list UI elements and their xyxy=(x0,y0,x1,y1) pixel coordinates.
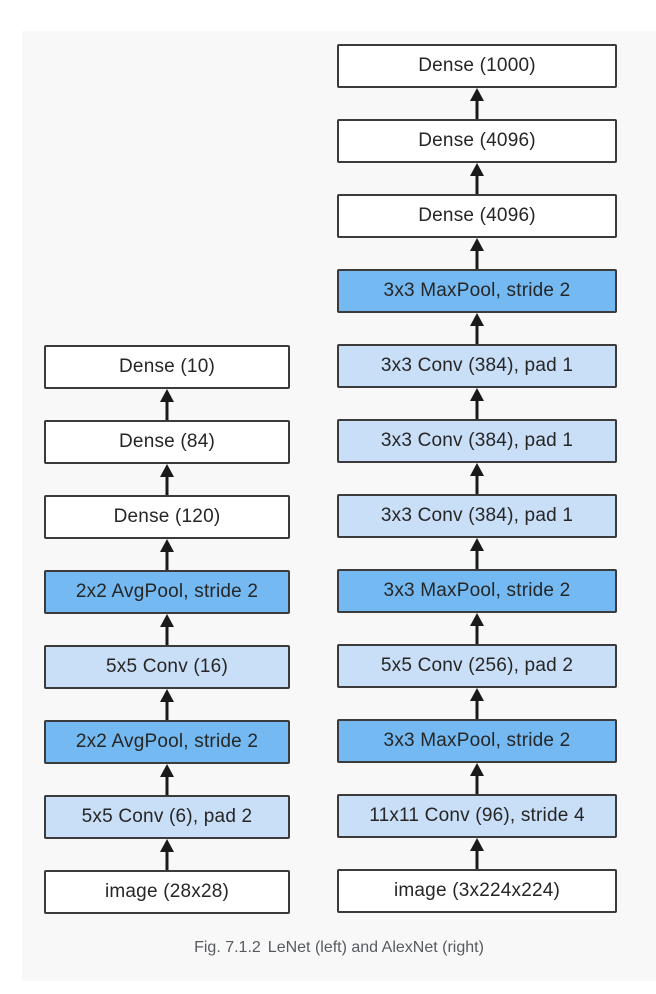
figure-caption-text: LeNet (left) and AlexNet (right) xyxy=(267,939,484,956)
arrow-up-icon xyxy=(44,839,290,870)
arrow-up-icon xyxy=(337,613,617,644)
lenet-layer-avgpool-1: 2x2 AvgPool, stride 2 xyxy=(44,720,290,764)
lenet-layer-dense-10: Dense (10) xyxy=(44,345,290,389)
lenet-layer-input: image (28x28) xyxy=(44,870,290,914)
arrow-up-icon xyxy=(44,464,290,495)
lenet-column: Dense (10) Dense (84) Dense (120) 2x2 Av… xyxy=(44,345,290,914)
arrow-up-icon xyxy=(337,463,617,494)
alexnet-layer-conv-256: 5x5 Conv (256), pad 2 xyxy=(337,644,617,688)
figure-caption: Fig. 7.1.2 LeNet (left) and AlexNet (righ… xyxy=(22,939,656,957)
lenet-layer-dense-84: Dense (84) xyxy=(44,420,290,464)
alexnet-layer-conv-384-1: 3x3 Conv (384), pad 1 xyxy=(337,494,617,538)
lenet-layer-conv-6: 5x5 Conv (6), pad 2 xyxy=(44,795,290,839)
alexnet-layer-maxpool-1: 3x3 MaxPool, stride 2 xyxy=(337,719,617,763)
arrow-up-icon xyxy=(337,688,617,719)
alexnet-layer-dense-1000: Dense (1000) xyxy=(337,44,617,88)
alexnet-layer-dense-4096-2: Dense (4096) xyxy=(337,119,617,163)
arrow-up-icon xyxy=(44,389,290,420)
alexnet-layer-conv-384-3: 3x3 Conv (384), pad 1 xyxy=(337,344,617,388)
arrow-up-icon xyxy=(337,838,617,869)
arrow-up-icon xyxy=(337,313,617,344)
alexnet-column: Dense (1000) Dense (4096) Dense (4096) 3… xyxy=(337,44,617,913)
arrow-up-icon xyxy=(337,538,617,569)
arrow-up-icon xyxy=(337,88,617,119)
figure-number: Fig. 7.1.2 xyxy=(194,939,261,956)
lenet-layer-dense-120: Dense (120) xyxy=(44,495,290,539)
arrow-up-icon xyxy=(44,614,290,645)
arrow-up-icon xyxy=(44,764,290,795)
arrow-up-icon xyxy=(337,238,617,269)
alexnet-layer-conv-96: 11x11 Conv (96), stride 4 xyxy=(337,794,617,838)
arrow-up-icon xyxy=(337,388,617,419)
alexnet-layer-conv-384-2: 3x3 Conv (384), pad 1 xyxy=(337,419,617,463)
alexnet-layer-maxpool-3: 3x3 MaxPool, stride 2 xyxy=(337,269,617,313)
alexnet-layer-maxpool-2: 3x3 MaxPool, stride 2 xyxy=(337,569,617,613)
alexnet-layer-input: image (3x224x224) xyxy=(337,869,617,913)
arrow-up-icon xyxy=(44,689,290,720)
arrow-up-icon xyxy=(337,163,617,194)
arrow-up-icon xyxy=(44,539,290,570)
lenet-layer-avgpool-2: 2x2 AvgPool, stride 2 xyxy=(44,570,290,614)
alexnet-layer-dense-4096-1: Dense (4096) xyxy=(337,194,617,238)
figure-panel: Dense (10) Dense (84) Dense (120) 2x2 Av… xyxy=(22,31,656,981)
arrow-up-icon xyxy=(337,763,617,794)
lenet-layer-conv-16: 5x5 Conv (16) xyxy=(44,645,290,689)
